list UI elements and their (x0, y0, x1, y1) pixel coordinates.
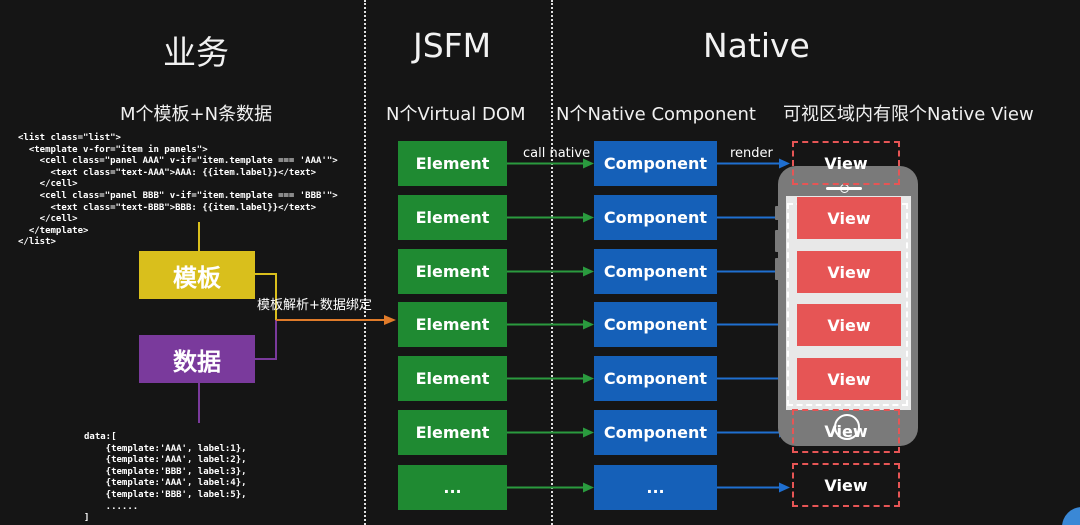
parse-bind-label: 模板解析+数据绑定 (257, 298, 372, 313)
view-box: View (797, 358, 901, 400)
subheading-jsfm: N个Virtual DOM (386, 104, 526, 125)
element-to-component-arrow (507, 212, 594, 223)
component-box: Component (594, 356, 717, 401)
component-to-view-arrow (717, 158, 790, 169)
element-to-component-arrow (507, 482, 594, 493)
element-box: Element (398, 249, 507, 294)
template-connector-up (198, 222, 200, 252)
element-to-component-arrow (507, 427, 594, 438)
element-box: Element (398, 195, 507, 240)
element-box: ... (398, 465, 507, 510)
phone-volume-up (775, 230, 779, 252)
view-box: View (797, 304, 901, 346)
phone-speaker (826, 187, 862, 190)
element-box: Element (398, 410, 507, 455)
component-box: Component (594, 141, 717, 186)
phone-volume-down (775, 258, 779, 280)
view-box: View (797, 251, 901, 293)
call-native-label: call native (523, 146, 591, 161)
parse-bind-arrow (276, 315, 396, 325)
data-code: data:[ {template:'AAA', label:1}, {templ… (84, 432, 247, 524)
view-box: View (792, 463, 900, 507)
view-box: View (797, 197, 901, 239)
component-box: ... (594, 465, 717, 510)
phone-mute-switch (775, 206, 779, 220)
element-to-component-arrow (507, 373, 594, 384)
subheading-component: N个Native Component (556, 104, 756, 125)
subheading-view: 可视区域内有限个Native View (783, 104, 1034, 125)
template-code: <list class="list"> <template v-for="ite… (18, 133, 338, 248)
heading-native: Native (703, 26, 810, 65)
element-to-component-arrow (507, 266, 594, 277)
view-box: View (792, 409, 900, 453)
element-to-component-arrow (507, 319, 594, 330)
heading-jsfm: JSFM (413, 26, 492, 65)
heading-business: 业务 (163, 33, 229, 72)
data-box: 数据 (139, 335, 255, 383)
element-to-component-arrow (507, 158, 594, 169)
render-label: render (730, 146, 773, 161)
template-box: 模板 (139, 251, 255, 299)
component-box: Component (594, 195, 717, 240)
component-box: Component (594, 410, 717, 455)
phone-home-button (834, 414, 860, 440)
component-box: Component (594, 249, 717, 294)
data-connector-down (198, 383, 200, 423)
element-box: Element (398, 141, 507, 186)
data-connector-up (275, 320, 277, 360)
element-box: Element (398, 302, 507, 347)
view-box: View (792, 141, 900, 185)
template-connector-right (255, 273, 277, 275)
divider-jsfm-native (551, 0, 553, 525)
component-to-view-arrow (717, 482, 790, 493)
element-box: Element (398, 356, 507, 401)
component-box: Component (594, 302, 717, 347)
divider-business-jsfm (364, 0, 366, 525)
template-connector-down (275, 273, 277, 320)
data-connector-right (255, 358, 277, 360)
subheading-business: M个模板+N条数据 (120, 104, 273, 125)
